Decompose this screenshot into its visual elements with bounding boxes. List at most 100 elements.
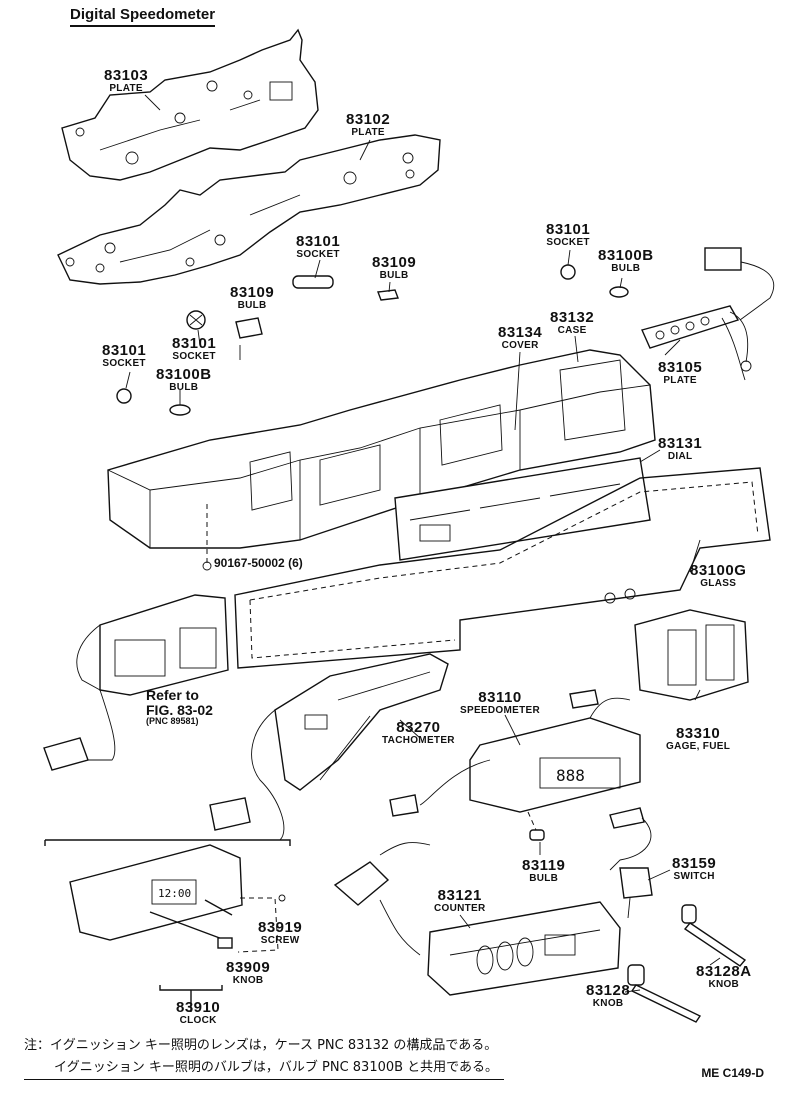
tachometer-83270-drawing <box>209 653 449 841</box>
leader-lines <box>125 94 721 993</box>
drawing-code: ME C149-D <box>701 1066 764 1080</box>
part-number: 83101 <box>172 335 217 352</box>
part-number: 83128 <box>586 982 631 999</box>
part-number: 83100B <box>598 247 654 264</box>
label-83101-socket-middle: 83101 SOCKET <box>172 336 216 362</box>
label-83110: 83110 SPEEDOMETER <box>460 690 540 716</box>
label-83128: 83128 KNOB <box>586 983 630 1009</box>
case-83132-drawing <box>107 349 656 549</box>
plate-83102-drawing <box>57 134 441 285</box>
part-name: GAGE, FUEL <box>666 741 731 752</box>
plate-83105-drawing <box>641 247 775 381</box>
reference-line-3: (PNC 89581) <box>146 716 199 727</box>
clock-face-text: 12:00 <box>158 887 191 900</box>
part-name: KNOB <box>232 975 264 986</box>
part-number: 83910 <box>176 999 221 1016</box>
label-83103: 83103 PLATE <box>104 68 148 94</box>
part-name: SOCKET <box>546 237 590 248</box>
part-number: 83102 <box>346 111 391 128</box>
part-number: 83101 <box>102 342 147 359</box>
part-name: PLATE <box>663 375 697 386</box>
speedometer-83110-drawing: 888 <box>389 689 641 841</box>
label-83919: 83919 SCREW <box>258 920 302 946</box>
part-number: 83119 <box>522 857 566 874</box>
glass-83100g-drawing <box>234 467 771 669</box>
label-83109-bulb-right: 83109 BULB <box>372 255 416 281</box>
part-name: GLASS <box>700 578 737 589</box>
label-83121: 83121 COUNTER <box>434 888 486 914</box>
part-number: 83134 <box>498 324 543 341</box>
part-name: SPEEDOMETER <box>460 705 540 716</box>
bolt-label: 90167-50002 (6) <box>214 556 303 570</box>
knobs-drawing <box>627 904 747 1023</box>
part-number: 83909 <box>226 959 271 976</box>
part-name: PLATE <box>109 83 143 94</box>
label-83101-socket-right: 83101 SOCKET <box>546 222 590 248</box>
part-number: 83101 <box>546 221 591 238</box>
label-83102: 83102 PLATE <box>346 112 390 138</box>
part-number: 83101 <box>296 233 341 250</box>
part-name: SOCKET <box>172 351 216 362</box>
part-number: 83131 <box>658 435 703 452</box>
reference-line-1: Refer to <box>146 687 199 703</box>
footnote: 注：イグニッション キー照明のレンズは，ケース PNC 83132 の構成品であ… <box>24 1035 505 1080</box>
part-name: KNOB <box>592 998 624 1009</box>
part-number: 83310 <box>675 725 721 742</box>
part-number: 83100G <box>690 562 747 579</box>
part-name: CASE <box>557 325 587 336</box>
plate-83103-drawing <box>61 28 319 181</box>
part-name: SWITCH <box>673 871 715 882</box>
part-number: 83919 <box>258 919 303 936</box>
label-83128a: 83128A KNOB <box>696 964 752 990</box>
part-name: SCREW <box>260 935 300 946</box>
part-number: 83270 <box>396 719 441 736</box>
switch-83159-drawing <box>609 807 653 919</box>
footnote-line-1: 注：イグニッション キー照明のレンズは，ケース PNC 83132 の構成品であ… <box>24 1038 498 1053</box>
label-83101-socket-left: 83101 SOCKET <box>102 343 146 369</box>
label-83132: 83132 CASE <box>550 310 594 336</box>
part-number: 83121 <box>437 887 482 904</box>
label-83910: 83910 CLOCK <box>176 1000 220 1026</box>
label-83100b-bulb-right: 83100B BULB <box>598 248 654 274</box>
part-number: 83159 <box>672 855 717 872</box>
footnote-line-2: イグニッション キー照明のバルブは，バルブ PNC 83100B と共用である。 <box>24 1057 505 1080</box>
part-number: 83110 <box>478 689 522 706</box>
part-name: SOCKET <box>102 358 146 369</box>
label-83105: 83105 PLATE <box>658 360 702 386</box>
label-83909: 83909 KNOB <box>226 960 270 986</box>
part-number: 83128A <box>696 963 752 980</box>
label-83134: 83134 COVER <box>498 325 542 351</box>
part-name: BULB <box>529 873 559 884</box>
part-number: 83109 <box>230 284 275 301</box>
label-83131: 83131 DIAL <box>658 436 702 462</box>
label-83109-bulb-left: 83109 BULB <box>230 285 274 311</box>
part-name: BULB <box>611 263 641 274</box>
label-83119: 83119 BULB <box>522 858 565 884</box>
counter-83121-drawing <box>333 842 621 996</box>
part-number: 83132 <box>550 309 595 326</box>
label-83159: 83159 SWITCH <box>672 856 716 882</box>
part-name: TACHOMETER <box>382 735 455 746</box>
part-name: BULB <box>379 270 409 281</box>
part-name: COVER <box>501 340 539 351</box>
part-name: SOCKET <box>296 249 340 260</box>
label-83270: 83270 TACHOMETER <box>382 720 455 746</box>
label-83310: 83310 GAGE, FUEL <box>666 726 730 752</box>
part-name: BULB <box>169 382 199 393</box>
part-number: 83105 <box>658 359 703 376</box>
part-name: CLOCK <box>179 1015 217 1026</box>
part-number: 83103 <box>104 67 149 84</box>
part-name: PLATE <box>351 127 385 138</box>
clock-83910-drawing: 12:00 <box>44 839 291 1012</box>
part-number: 83100B <box>156 366 212 383</box>
label-83101-socket-upper: 83101 SOCKET <box>296 234 340 260</box>
svg-text:888: 888 <box>556 766 585 785</box>
reference-line-2: FIG. 83-02 <box>146 701 213 718</box>
fuel-gage-83310-drawing <box>634 609 749 701</box>
part-name: KNOB <box>708 979 740 990</box>
page-title: Digital Speedometer <box>70 6 216 27</box>
part-name: BULB <box>237 300 267 311</box>
label-83100g: 83100G GLASS <box>690 563 746 589</box>
part-number: 83109 <box>372 254 417 271</box>
